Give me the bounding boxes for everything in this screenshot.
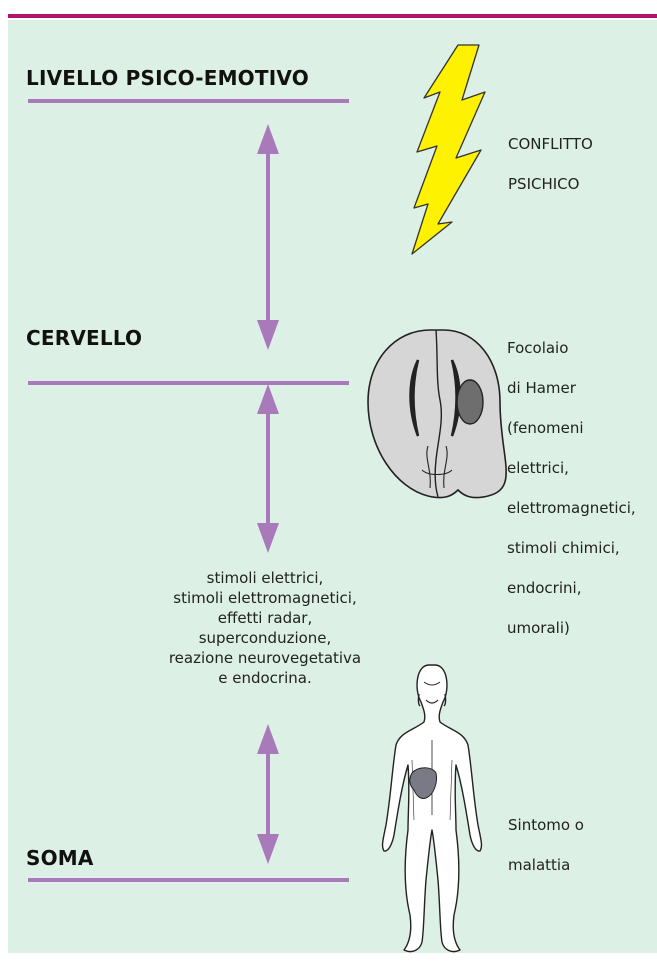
human-body-icon (383, 665, 482, 952)
arrow-brain-transmission (257, 384, 279, 553)
arrow-psyche-brain (257, 124, 279, 350)
arrow-transmission-soma (257, 724, 279, 864)
brain-icon (368, 330, 506, 498)
lightning-bolt-icon (412, 45, 485, 254)
